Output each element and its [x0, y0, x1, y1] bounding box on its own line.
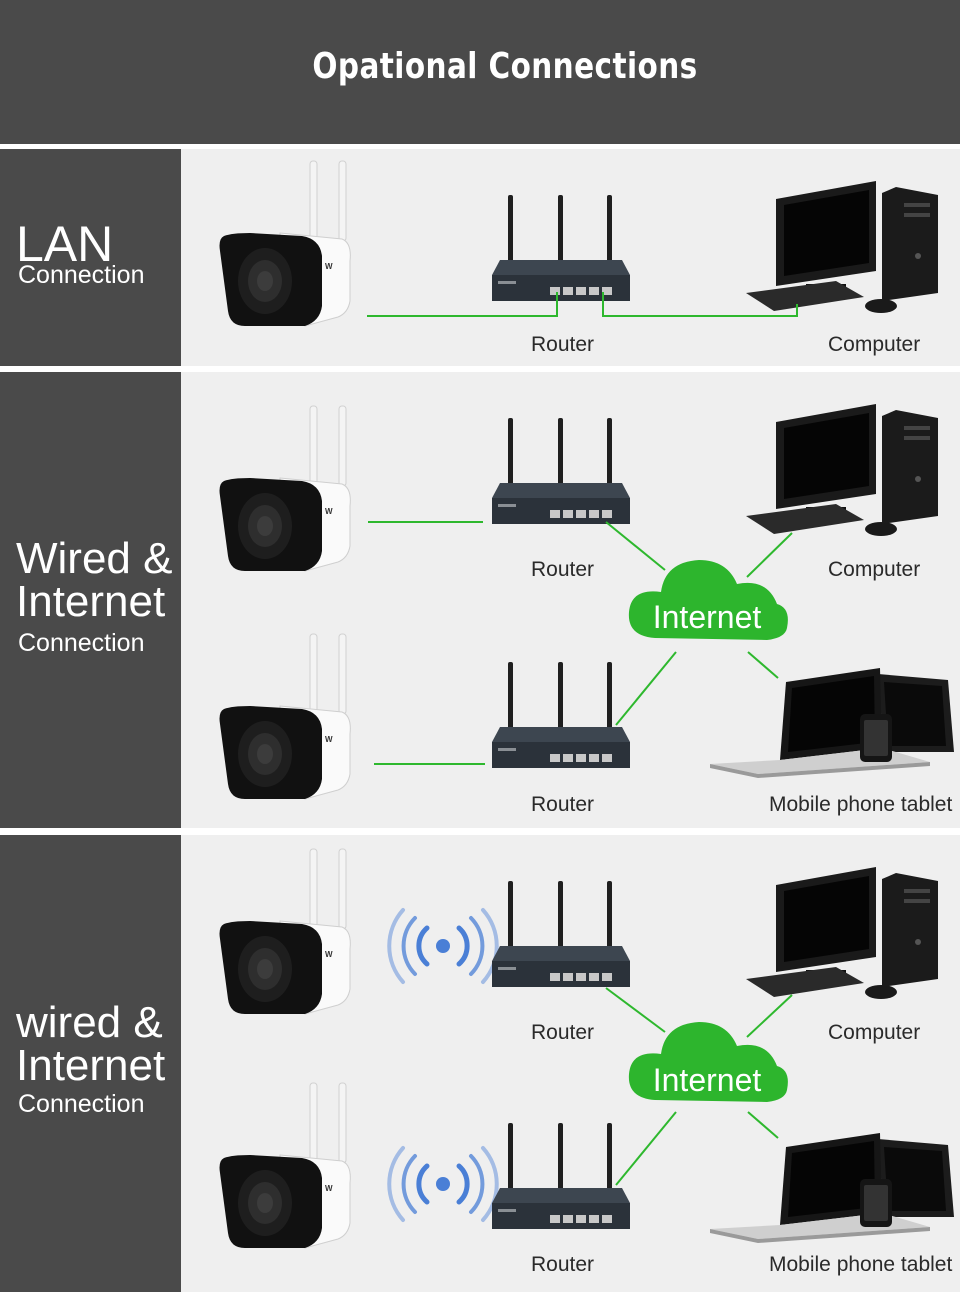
router-label: Router	[531, 793, 595, 816]
section-title-line1: Wired &	[16, 534, 173, 583]
router-label: Router	[531, 333, 595, 356]
wifi-signal-icon	[387, 1146, 499, 1222]
computer-label: Computer	[828, 1021, 921, 1044]
page-title: Opational Connections	[312, 46, 698, 87]
internet-cloud-icon	[628, 560, 788, 640]
section-title-line2: Internet	[16, 1041, 166, 1090]
connection-line	[605, 987, 666, 1033]
connection-line	[367, 292, 558, 317]
wired-internet-diagram: W W	[219, 404, 954, 800]
router-icon	[492, 1123, 630, 1229]
connection-line	[747, 651, 779, 679]
mobile-label: Mobile phone tablet	[769, 1253, 953, 1276]
section-wireless-internet: wired & Internet Connection W W	[0, 835, 960, 1292]
mobile-label: Mobile phone tablet	[769, 793, 953, 816]
cloud-label: Internet	[653, 599, 762, 635]
router-label: Router	[531, 558, 595, 581]
svg-text:W: W	[325, 507, 333, 516]
router-icon	[492, 195, 630, 301]
computer-icon	[746, 181, 938, 313]
svg-text:W: W	[325, 735, 333, 744]
router-icon	[492, 418, 630, 524]
router-icon	[492, 662, 630, 768]
section-title: LAN	[16, 216, 114, 272]
section-subtitle: Connection	[18, 261, 145, 289]
svg-text:W: W	[325, 262, 333, 271]
camera-icon: W	[219, 160, 351, 327]
laptop-tablet-icon	[710, 668, 954, 778]
connection-line	[747, 1111, 779, 1139]
laptop-tablet-icon	[710, 1133, 954, 1243]
section-title-line1: wired &	[16, 998, 163, 1047]
router-icon	[492, 881, 630, 987]
camera-icon: W	[219, 848, 351, 1015]
connection-line	[746, 994, 793, 1038]
lan-diagram: W	[219, 160, 938, 327]
camera-icon: W	[219, 405, 351, 572]
section-wired-internet: Wired & Internet Connection W W	[0, 372, 960, 828]
wireless-internet-diagram: W W	[219, 848, 954, 1249]
svg-text:W: W	[325, 1184, 333, 1193]
connection-line	[615, 1111, 677, 1186]
computer-label: Computer	[828, 558, 921, 581]
section-side-panel: wired & Internet Connection	[0, 835, 181, 1292]
router-label: Router	[531, 1021, 595, 1044]
connection-line	[602, 292, 798, 317]
section-subtitle: Connection	[18, 1090, 145, 1118]
section-side-panel: LAN Connection	[0, 149, 181, 366]
section-lan: LAN Connection W R	[0, 149, 960, 366]
section-title-line2: Internet	[16, 577, 166, 626]
camera-icon: W	[219, 1082, 351, 1249]
wifi-signal-icon	[387, 908, 499, 984]
svg-text:W: W	[325, 950, 333, 959]
internet-cloud-icon	[628, 1022, 788, 1102]
camera-icon: W	[219, 633, 351, 800]
computer-icon	[746, 404, 938, 536]
section-subtitle: Connection	[18, 629, 145, 657]
connection-line	[746, 532, 793, 578]
header-banner: Opational Connections	[0, 0, 960, 144]
computer-icon	[746, 867, 938, 999]
section-side-panel: Wired & Internet Connection	[0, 372, 181, 828]
cloud-label: Internet	[653, 1062, 762, 1098]
router-label: Router	[531, 1253, 595, 1276]
computer-label: Computer	[828, 333, 921, 356]
connection-line	[605, 521, 666, 571]
connection-line	[615, 651, 677, 726]
